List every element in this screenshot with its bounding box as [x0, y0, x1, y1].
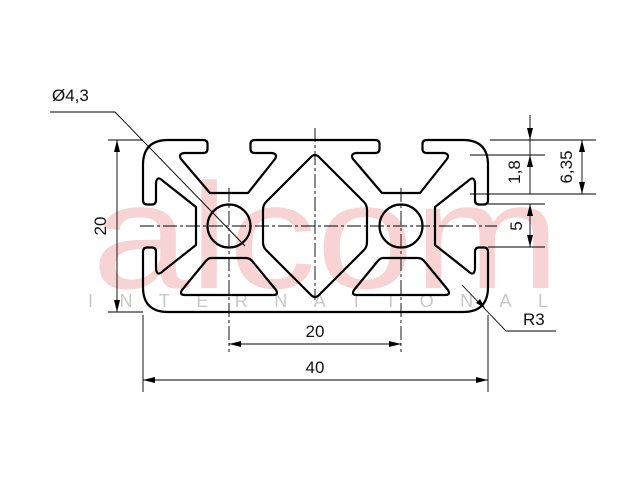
watermark-brand: alcom [92, 152, 560, 320]
width-label: 40 [306, 358, 325, 377]
left-lower-cavity [179, 256, 279, 297]
radius-label: R3 [523, 310, 545, 329]
diameter-label: Ø4,3 [52, 86, 89, 105]
right-core-hole [378, 203, 424, 249]
left-core-hole [206, 203, 252, 249]
radius-leader [461, 284, 556, 332]
profile-outline [141, 138, 490, 314]
slot-opening-label: 5 [507, 221, 526, 230]
hole-spacing-label: 20 [306, 322, 325, 341]
diameter-leader [50, 111, 246, 247]
slot-depth-label: 6,35 [557, 150, 576, 183]
height-label: 20 [91, 217, 110, 236]
right-lower-cavity [351, 256, 451, 297]
lip-thickness-label: 1,8 [505, 160, 524, 184]
center-cavity [261, 153, 369, 299]
